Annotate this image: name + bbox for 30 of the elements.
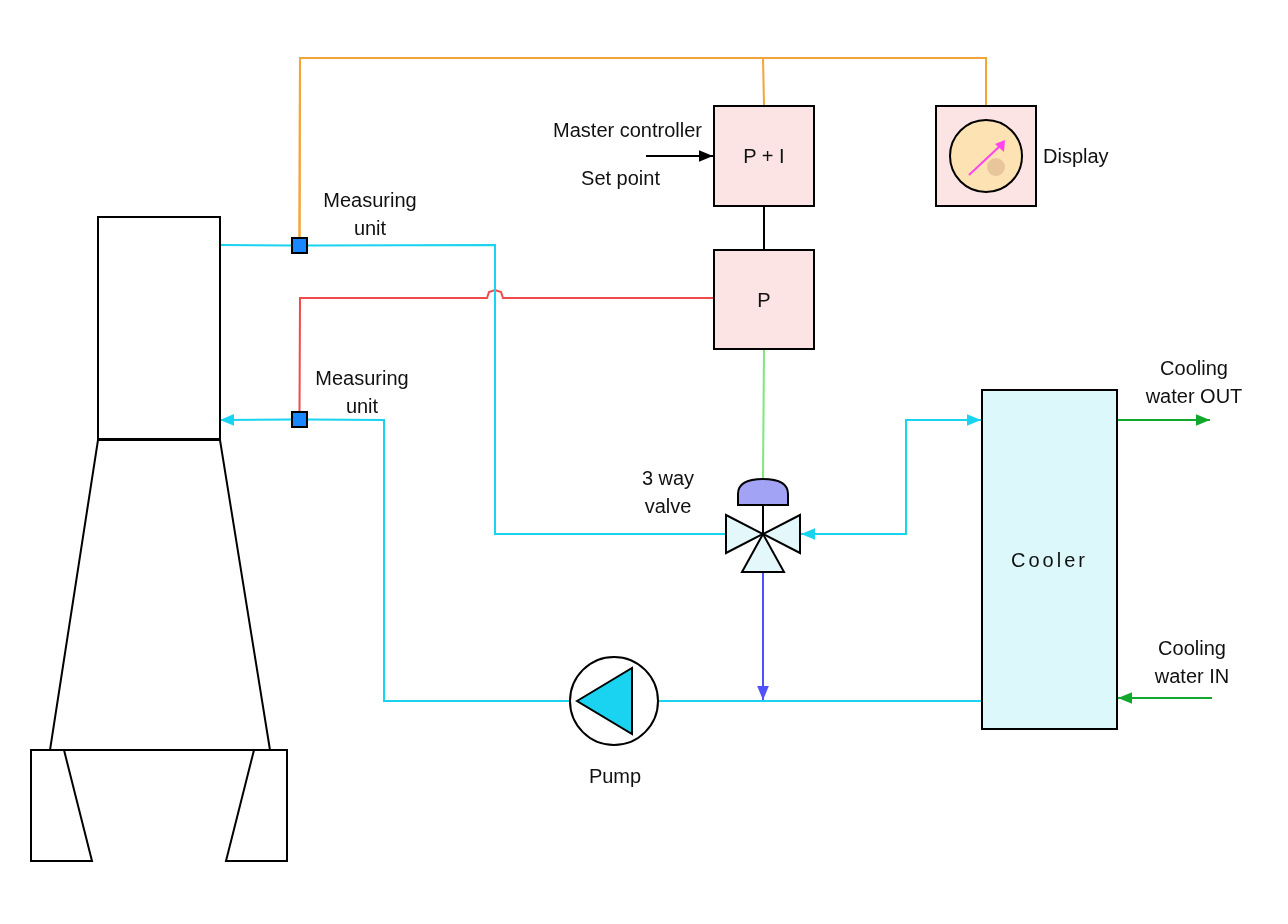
sensor-square	[291, 237, 308, 254]
pipe-line	[757, 572, 769, 701]
pipe-line	[1117, 414, 1211, 426]
controller-box: P	[713, 249, 815, 350]
sensor-square	[291, 411, 308, 428]
cooler-box: Cooler	[981, 389, 1118, 730]
pipe-line	[800, 414, 982, 540]
pipe-line	[658, 700, 982, 702]
part-label: Measuring unit	[314, 366, 410, 419]
part-label: 3 way valve	[640, 466, 696, 519]
pipe-line	[307, 418, 570, 702]
pipe-line	[762, 349, 765, 479]
pipe-line	[645, 150, 714, 162]
pipe-line	[763, 206, 765, 250]
part-label: Pump	[587, 764, 643, 789]
part-label: Display	[1043, 144, 1110, 169]
pipe-line	[298, 288, 714, 412]
pipe-line	[298, 57, 987, 238]
controller-box: P + I	[713, 105, 815, 207]
engine-drawing	[29, 215, 289, 863]
annotation-label: Master controller	[552, 118, 702, 143]
pipe-line	[1117, 692, 1213, 704]
annotation-label: Cooling water OUT	[1139, 354, 1249, 420]
part-label: Measuring unit	[322, 188, 418, 241]
display-box	[935, 105, 1037, 207]
valve-symbol	[725, 478, 801, 573]
pipe-line	[307, 244, 726, 535]
annotation-label: Cooling water IN	[1137, 634, 1247, 698]
annotation-label: Set point	[580, 166, 660, 191]
pump-symbol	[569, 656, 659, 746]
